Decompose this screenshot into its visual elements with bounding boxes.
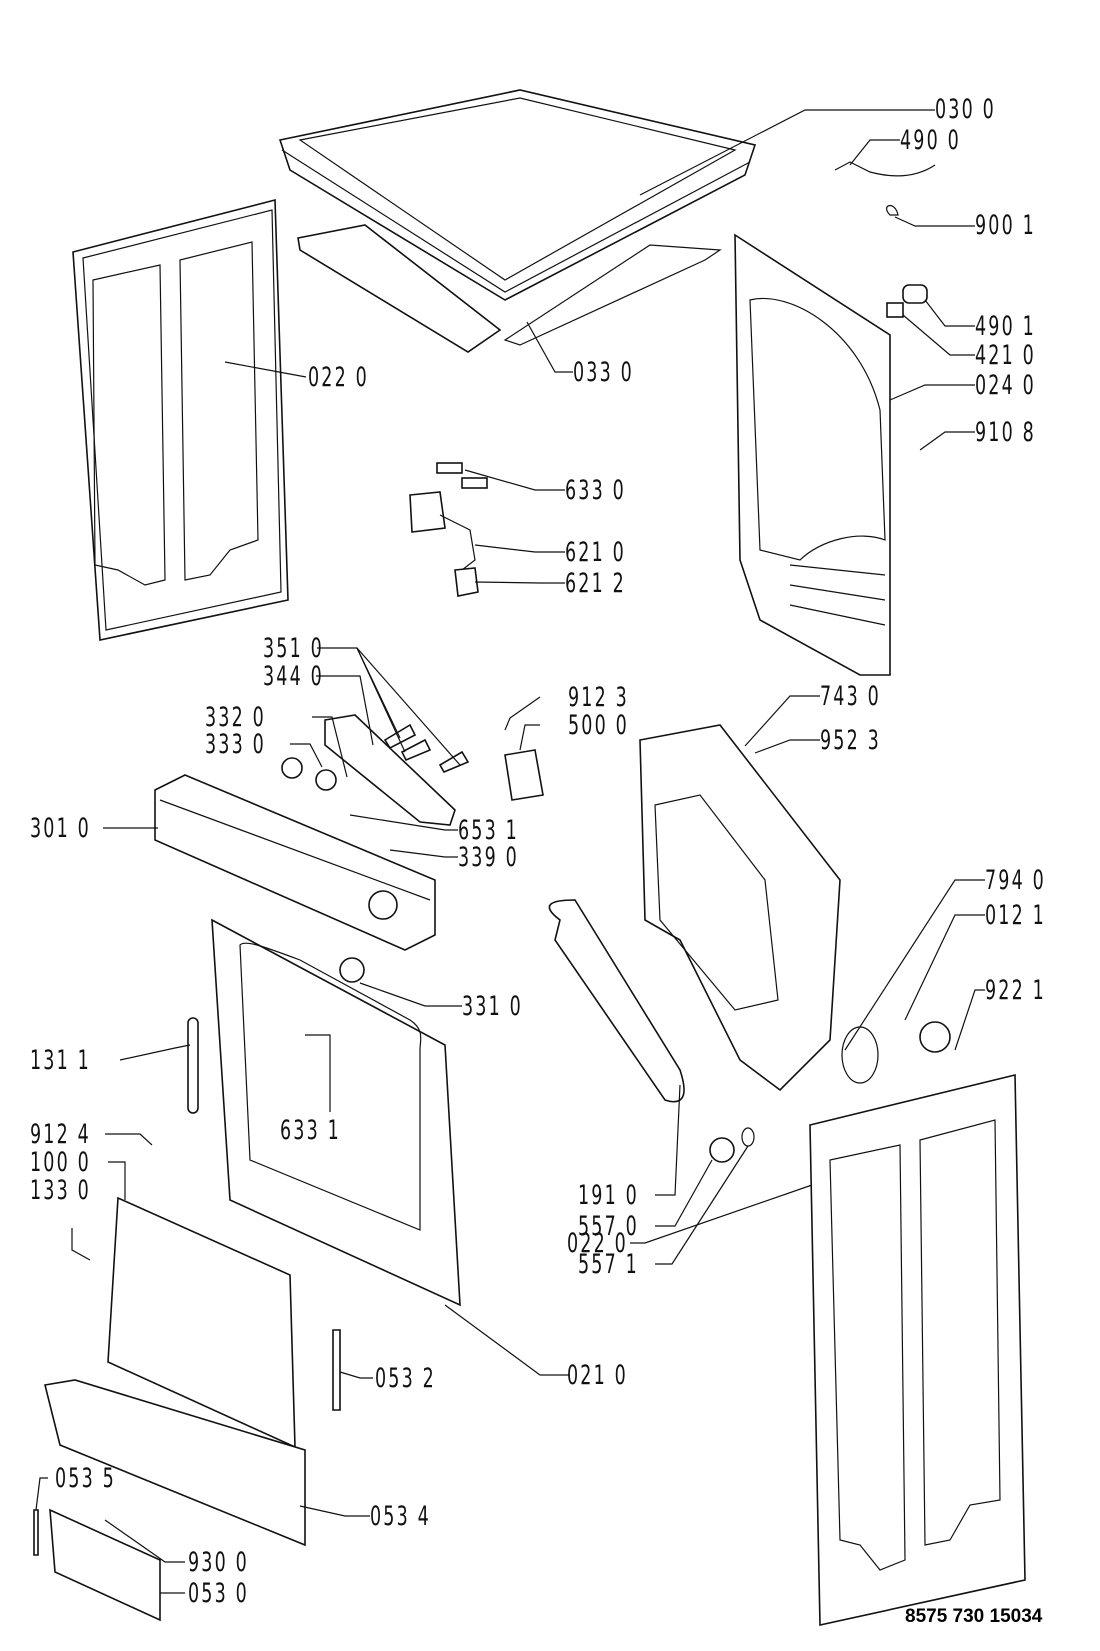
timer-drawing bbox=[504, 749, 544, 801]
control-panel-drawing bbox=[154, 757, 436, 951]
part-label-cable-clip: 900 1 bbox=[975, 210, 1036, 241]
side-panel-right-drawing bbox=[809, 1073, 1026, 1626]
drum-support-drawing bbox=[639, 724, 841, 1092]
front-panel-drawing bbox=[211, 918, 461, 1307]
part-label-top-support: 033 0 bbox=[573, 357, 634, 388]
plinth-grille-drawing bbox=[49, 1508, 161, 1622]
top-cover-drawing bbox=[278, 89, 757, 301]
part-label-plinth: 053 4 bbox=[370, 1501, 431, 1532]
part-label-kick-strip: 053 5 bbox=[55, 1463, 116, 1494]
plinth-drawing bbox=[44, 1379, 306, 1547]
part-label-timer-screw: 912 3 bbox=[568, 682, 629, 713]
kick-strip-drawing bbox=[33, 1509, 39, 1556]
cable-clip-drawing bbox=[886, 205, 899, 216]
part-label-door-switch: 633 1 bbox=[280, 1115, 341, 1146]
part-label-door-hinge: 131 1 bbox=[30, 1045, 91, 1076]
part-label-rear-panel: 024 0 bbox=[975, 370, 1036, 401]
power-cord-drawing bbox=[834, 161, 936, 177]
part-label-button-knob: 333 0 bbox=[205, 729, 266, 760]
part-label-top-cover: 030 0 bbox=[935, 94, 996, 125]
part-label-panel-clip: 339 0 bbox=[458, 842, 519, 873]
part-label-light-pipes: 351 0 bbox=[263, 633, 324, 664]
part-label-foot: 053 2 bbox=[375, 1363, 436, 1394]
leader-lines bbox=[35, 109, 985, 1594]
rear-panel-drawing bbox=[734, 233, 891, 676]
part-label-electronic-board: 344 0 bbox=[263, 661, 324, 692]
part-label-filter-rod: 930 0 bbox=[188, 1547, 249, 1578]
light-pipes-drawing bbox=[383, 723, 470, 774]
part-label-push-button: 332 0 bbox=[205, 702, 266, 733]
part-label-filter-block: 421 0 bbox=[975, 340, 1036, 371]
part-label-drive-belt: 794 0 bbox=[985, 865, 1046, 896]
part-label-connectors: 633 0 bbox=[565, 475, 626, 506]
part-label-drum-clip: 952 3 bbox=[820, 725, 881, 756]
part-label-lamp-holder: 557 0 bbox=[578, 1211, 639, 1242]
part-label-panel-clips: 653 1 bbox=[458, 815, 519, 846]
part-label-timer: 500 0 bbox=[568, 710, 629, 741]
lamp-ring-drawing bbox=[741, 1127, 755, 1147]
part-label-timer-knob: 331 0 bbox=[462, 991, 523, 1022]
document-number: 8575 730 15034 bbox=[905, 1606, 1043, 1627]
part-label-cable-bushing: 490 1 bbox=[975, 311, 1036, 342]
part-label-power-cord: 490 0 bbox=[900, 125, 961, 156]
foot-drawing bbox=[332, 1329, 341, 1411]
cable-bushing-drawing bbox=[902, 284, 928, 304]
lamp-holder-drawing bbox=[709, 1137, 735, 1163]
part-label-front-panel: 021 0 bbox=[567, 1360, 628, 1391]
part-label-plinth-grille: 053 0 bbox=[188, 1578, 249, 1609]
drum-shaft-drawing bbox=[919, 1021, 951, 1053]
side-panel-left-drawing bbox=[72, 198, 289, 641]
wiring-harness-drawing bbox=[409, 462, 488, 597]
part-label-side-panel-left: 022 0 bbox=[308, 362, 369, 393]
part-label-drum-shaft: 012 1 bbox=[985, 900, 1046, 931]
drive-belt-drawing bbox=[841, 1026, 879, 1084]
part-label-door: 100 0 bbox=[30, 1147, 91, 1178]
filter-block-drawing bbox=[886, 302, 904, 318]
part-label-control-panel: 301 0 bbox=[30, 813, 91, 844]
part-label-wiring-harness: 621 0 bbox=[565, 537, 626, 568]
electronic-board-drawing bbox=[324, 714, 456, 826]
front-gasket-drawing bbox=[548, 899, 685, 1103]
part-label-door-handle: 133 0 bbox=[30, 1175, 91, 1206]
part-label-lamp-ring: 557 1 bbox=[578, 1249, 639, 1280]
part-label-shaft-screw: 922 1 bbox=[985, 975, 1046, 1006]
part-label-rear-screws: 910 8 bbox=[975, 417, 1036, 448]
part-label-side-panel-right: 022 0 bbox=[567, 1228, 628, 1259]
door-hinge-drawing bbox=[187, 1017, 199, 1114]
top-support-drawing bbox=[297, 224, 722, 353]
part-label-harness-connector: 621 2 bbox=[565, 568, 626, 599]
part-label-hinge-screw: 912 4 bbox=[30, 1119, 91, 1150]
part-label-drum-support: 743 0 bbox=[820, 681, 881, 712]
part-label-front-gasket: 191 0 bbox=[578, 1180, 639, 1211]
